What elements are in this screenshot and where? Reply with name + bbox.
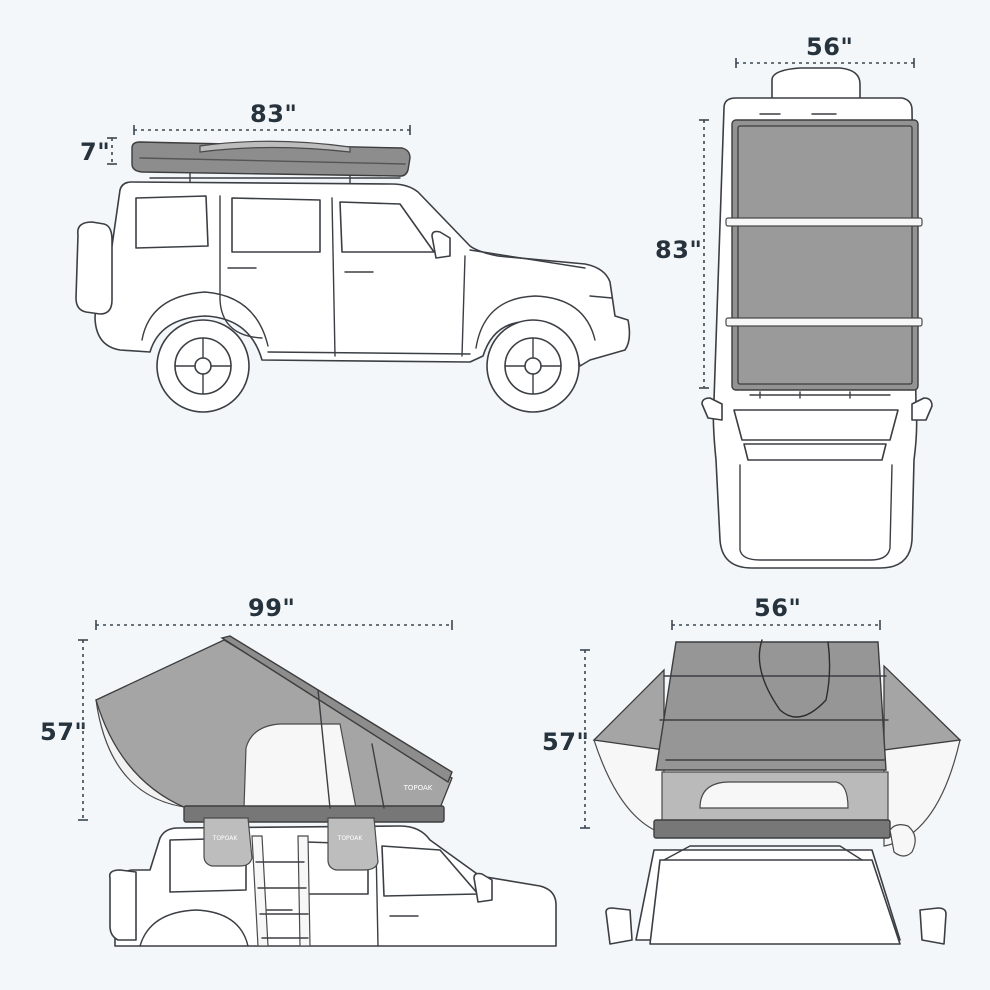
side-view-closed (75, 140, 631, 413)
side-open-height-label: 57" (40, 718, 88, 746)
suv-body-side (94, 181, 631, 367)
side-closed-length-label: 83" (250, 100, 298, 128)
front-wheel-side (486, 319, 580, 413)
bag-logo-left: TOPOAK (212, 835, 239, 842)
tent-logo-side: TOPOAK (403, 784, 433, 792)
rear-open-height-label: 57" (542, 728, 590, 756)
top-closed-width-label: 56" (806, 33, 854, 61)
bag-logo-right: TOPOAK (337, 835, 364, 842)
side-closed-height-label: 7" (80, 138, 111, 166)
dimension-lines (78, 58, 915, 829)
rear-awning-right (883, 719, 961, 847)
rear-wheel-side (156, 319, 250, 413)
rear-tent-base (653, 819, 891, 839)
side-view-open: TOPOAK TOPOAK TOPOAK (95, 635, 557, 947)
rear-view-open (592, 639, 962, 945)
rear-open-width-label: 56" (754, 594, 802, 622)
open-tent-base (183, 805, 445, 823)
storage-bag-left (203, 817, 253, 867)
rear-tent-top-shell (655, 641, 887, 771)
side-open-length-label: 99" (248, 594, 296, 622)
top-view-closed (701, 67, 933, 569)
storage-bag-right (327, 817, 379, 871)
top-closed-length-label: 83" (655, 236, 703, 264)
